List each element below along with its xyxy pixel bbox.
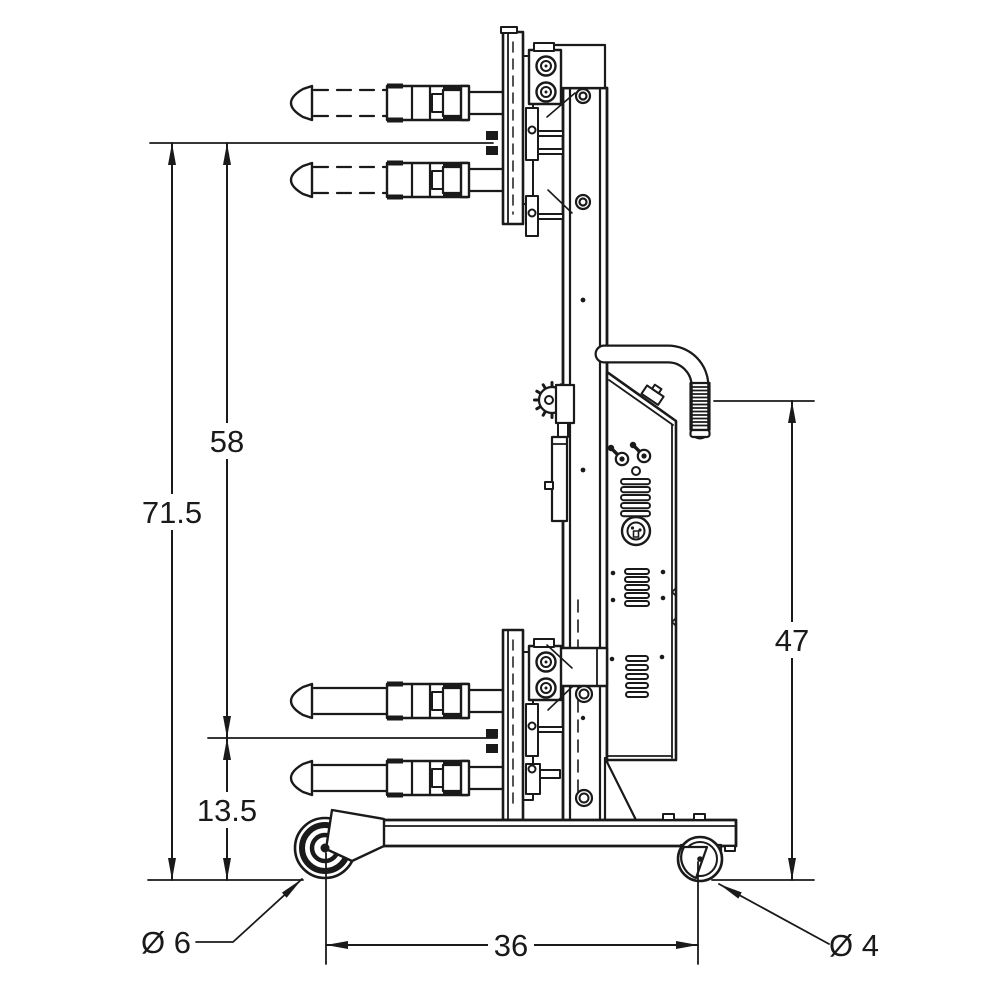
toggle-switches (607, 441, 652, 467)
handle-grip (689, 381, 711, 439)
carriage-rollers (527, 638, 563, 702)
push-handle (594, 344, 711, 440)
dim-wheel-span-label: 36 (494, 928, 528, 963)
dimension-label-masks (136, 423, 815, 962)
caster-yoke (680, 845, 709, 880)
key-switch (620, 515, 652, 547)
mast-bolt (574, 193, 592, 211)
wheel-bracket (324, 808, 386, 863)
leader-rear-caster-dia (718, 883, 830, 945)
mast (561, 86, 609, 824)
carriage-rollers (527, 42, 563, 106)
rear-caster (676, 835, 724, 883)
mast-bolt (574, 87, 592, 105)
lid-clasp (640, 383, 665, 406)
lower-prong-bottom (289, 758, 505, 798)
callout-line (546, 644, 573, 669)
dim-rear-caster-dia-label: Ø 4 (829, 928, 879, 963)
lift-cylinder (544, 435, 569, 523)
leader-front-wheel-dia (195, 878, 303, 943)
dim-handle-height-label: 47 (775, 623, 809, 658)
dim-raised-fork-height-label: 58 (210, 424, 244, 459)
gusset (603, 756, 638, 822)
front-wheel (293, 808, 386, 880)
upper-prong-bottom (289, 160, 505, 200)
dim-front-wheel-dia-label: Ø 6 (141, 925, 191, 960)
upper-prong-top (289, 83, 505, 123)
panel-screws (609, 569, 666, 662)
control-box (605, 370, 678, 762)
lower-prong-top (289, 681, 505, 721)
base-leg (293, 756, 738, 883)
vent-louvers-middle (624, 568, 650, 607)
callout-line (547, 189, 573, 214)
upper-fork-carriage (289, 26, 573, 237)
dim-lowered-fork-height-label: 13.5 (197, 793, 257, 828)
dim-overall-height-label: 71.5 (142, 495, 202, 530)
callout-line (547, 685, 574, 711)
dimension-labels: 71.5 58 13.5 47 36 Ø 6 Ø 4 (141, 424, 879, 963)
indicator-light (631, 466, 641, 476)
vent-louvers-bottom (625, 655, 649, 698)
vent-louvers-top (620, 478, 651, 518)
drive-sprocket (533, 381, 576, 438)
lower-fork-carriage (289, 628, 609, 822)
